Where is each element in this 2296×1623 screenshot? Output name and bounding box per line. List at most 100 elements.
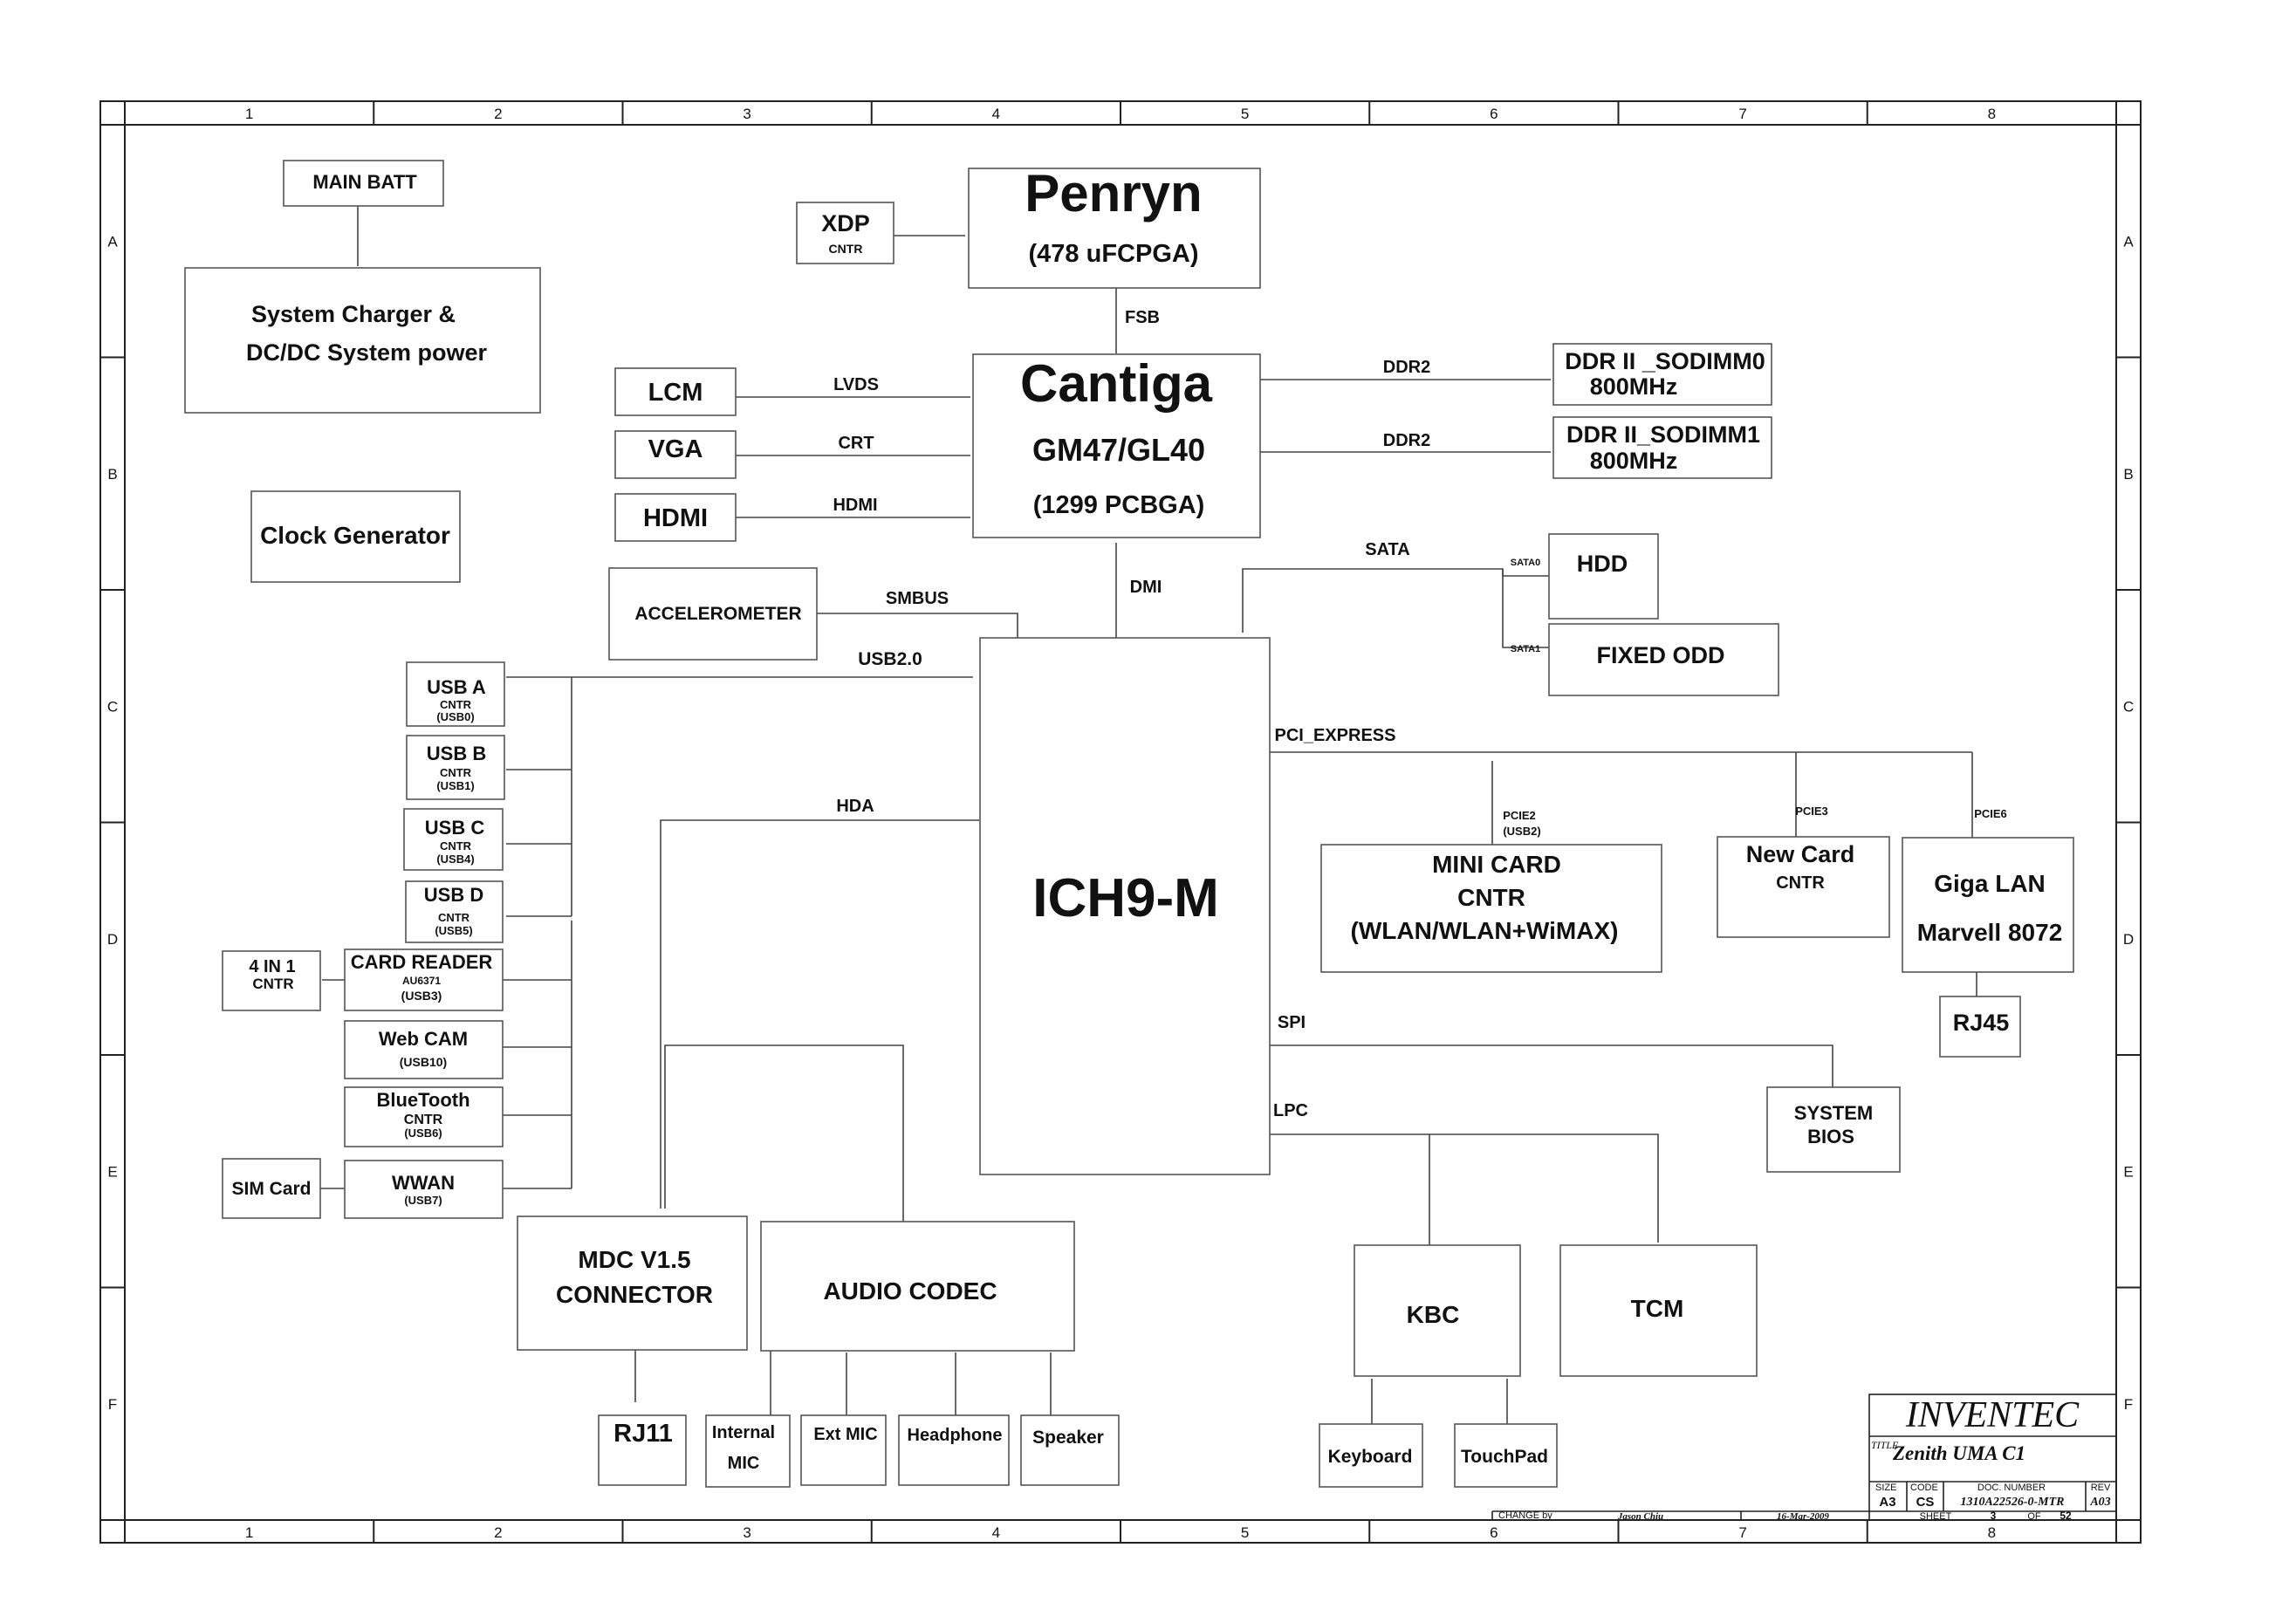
usbd-box xyxy=(405,880,504,943)
usbb-title: USB B xyxy=(427,743,486,764)
hdmi-bus-label: HDMI xyxy=(833,496,877,515)
pcie2-sub-label: (USB2) xyxy=(1503,825,1540,838)
webcam-box xyxy=(344,1020,504,1079)
kbc-box xyxy=(1354,1244,1521,1377)
dimm1-l2: 800MHz xyxy=(1590,448,1678,474)
ddr2-b-label: DDR2 xyxy=(1383,431,1430,450)
usbc-box xyxy=(403,808,504,871)
row-label: D xyxy=(2123,931,2134,948)
doc-value: 1310A22526-0-MTR xyxy=(1961,1496,2065,1509)
usbc-s1: CNTR xyxy=(440,839,472,853)
usb20-label: USB2.0 xyxy=(858,649,922,669)
usbb-s2: (USB1) xyxy=(436,779,474,792)
lvds-label: LVDS xyxy=(833,375,879,394)
frame-ticks xyxy=(100,101,2141,1543)
wwan-title: WWAN xyxy=(392,1172,455,1194)
title-block: INVENTEC TITLE Zenith UMA C1 SIZE A3 COD… xyxy=(1491,1394,2117,1522)
intmic-l1: Internal xyxy=(712,1423,775,1442)
vga-label: VGA xyxy=(648,435,703,463)
code-value: CS xyxy=(1916,1495,1935,1510)
newcard-box xyxy=(1717,836,1890,938)
column-label: 1 xyxy=(245,106,253,122)
fourin1-title: 4 IN 1 xyxy=(249,957,295,976)
usbd-s2: (USB5) xyxy=(435,924,472,937)
usbb-box xyxy=(406,735,505,800)
speaker-label: Speaker xyxy=(1032,1428,1104,1448)
mdc-box xyxy=(517,1216,748,1351)
hdmi-box xyxy=(614,493,737,542)
fsb-label: FSB xyxy=(1125,308,1160,327)
rj45-label: RJ45 xyxy=(1953,1010,2010,1036)
sb-box xyxy=(979,637,1271,1175)
simcard-box xyxy=(222,1158,321,1219)
newcard-sub: CNTR xyxy=(1776,873,1825,893)
gigalan-l1: Giga LAN xyxy=(1934,870,2046,897)
lcm-box xyxy=(614,367,737,416)
title-value: Zenith UMA C1 xyxy=(1892,1442,2025,1464)
row-label: B xyxy=(2123,466,2133,483)
column-label: 2 xyxy=(494,1524,502,1541)
intmic-l2: MIC xyxy=(728,1454,760,1473)
usbd-s1: CNTR xyxy=(438,911,470,924)
column-label: 2 xyxy=(494,106,502,122)
fourin1-box xyxy=(222,950,321,1011)
cpu-title: Penryn xyxy=(1025,164,1202,223)
sheet-label: SHEET xyxy=(1920,1511,1952,1522)
row-label: D xyxy=(107,931,118,948)
pcie2-label: PCIE2 xyxy=(1503,809,1536,822)
simcard-label: SIM Card xyxy=(231,1179,311,1199)
bt-box xyxy=(344,1086,504,1147)
doc-label: DOC. NUMBER xyxy=(1977,1483,2046,1493)
row-label: B xyxy=(107,466,117,483)
connections xyxy=(300,206,1977,1424)
row-label: E xyxy=(2123,1163,2133,1180)
usba-title: USB A xyxy=(427,676,486,698)
pcie3-label: PCIE3 xyxy=(1795,805,1828,818)
tcm-box xyxy=(1559,1244,1758,1377)
usbd-title: USB D xyxy=(424,884,483,906)
odd-box xyxy=(1548,623,1779,696)
hdmi-label: HDMI xyxy=(643,504,708,532)
size-label: SIZE xyxy=(1875,1483,1896,1493)
accel-label: ACCELEROMETER xyxy=(634,604,801,624)
smbus-label: SMBUS xyxy=(886,589,949,608)
clock-box xyxy=(250,490,461,583)
column-label: 4 xyxy=(992,1524,1000,1541)
headphone-label: Headphone xyxy=(908,1426,1003,1445)
bus-labels: FSB LVDS CRT HDMI DDR2 DDR2 DMI SATA SAT… xyxy=(833,308,2006,1120)
extmic-label: Ext MIC xyxy=(813,1425,877,1444)
dmi-label: DMI xyxy=(1130,578,1162,597)
xdp-sub: CNTR xyxy=(829,242,863,256)
block-labels: MAIN BATT System Charger & DC/DC System … xyxy=(231,164,2062,1473)
usba-s1: CNTR xyxy=(440,698,472,711)
nb-box xyxy=(972,353,1261,538)
bt-s2: (USB6) xyxy=(404,1127,442,1140)
charger-label-2: DC/DC System power xyxy=(246,339,488,366)
size-value: A3 xyxy=(1879,1495,1895,1510)
bt-s1: CNTR xyxy=(404,1113,443,1127)
cpu-sub: (478 uFCPGA) xyxy=(1029,240,1199,268)
row-label: C xyxy=(107,698,118,715)
sata1-label: SATA1 xyxy=(1511,644,1540,654)
gigalan-box xyxy=(1902,837,2074,973)
codec-label: AUDIO CODEC xyxy=(823,1277,997,1305)
dimm1-l1: DDR II_SODIMM1 xyxy=(1566,421,1760,448)
sata-label: SATA xyxy=(1365,540,1409,559)
extmic-box xyxy=(800,1414,887,1486)
crt-label: CRT xyxy=(838,434,874,453)
usba-box xyxy=(406,661,505,727)
rj45-box xyxy=(1939,996,2021,1058)
of-value: 52 xyxy=(2060,1510,2072,1522)
column-label: 3 xyxy=(743,106,750,122)
sb-label: ICH9-M xyxy=(1032,868,1219,928)
column-label: 1 xyxy=(245,1524,253,1541)
bios-l1: SYSTEM xyxy=(1794,1102,1873,1124)
usbc-s2: (USB4) xyxy=(436,853,474,866)
code-label: CODE xyxy=(1910,1483,1938,1493)
cardreader-s2: (USB3) xyxy=(401,989,442,1003)
column-label: 7 xyxy=(1738,106,1746,122)
column-label: 5 xyxy=(1241,106,1249,122)
clock-label: Clock Generator xyxy=(260,522,450,549)
